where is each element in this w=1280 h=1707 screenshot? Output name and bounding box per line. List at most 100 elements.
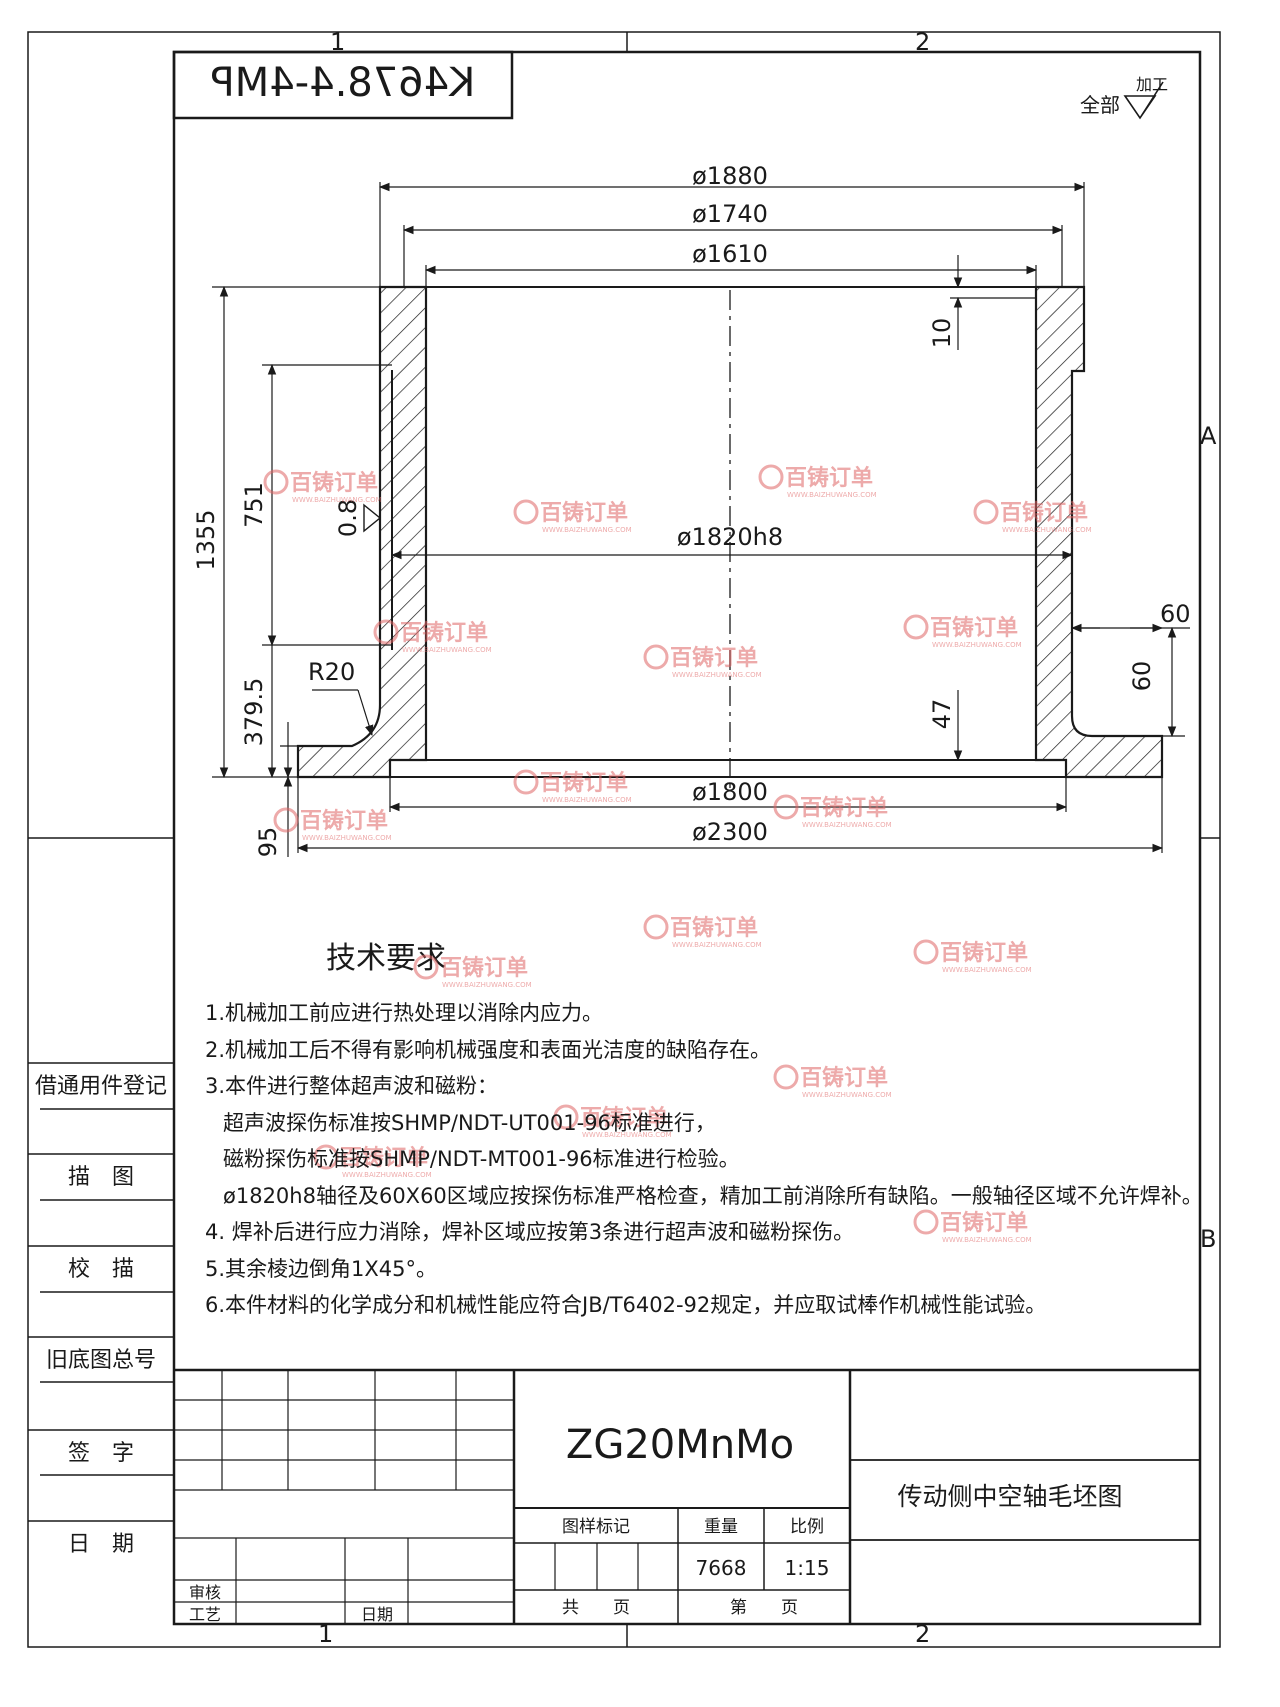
- svg-text:百铸订单: 百铸订单: [300, 808, 388, 834]
- surface-finish-symbol: 全部 加工: [1080, 75, 1168, 120]
- requirements-list: 1.机械加工前应进行热处理以消除内应力。 2.机械加工后不得有影响机械强度和表面…: [205, 995, 1203, 1324]
- dimension-h1355: 1355: [192, 509, 220, 570]
- svg-text:WWW.BAIZHUWANG.COM: WWW.BAIZHUWANG.COM: [802, 1091, 892, 1099]
- zone-number-bottom-2: 2: [915, 1620, 930, 1648]
- side-label-old-base-number: 旧底图总号: [46, 1348, 156, 1373]
- requirement-line-3: 3.本件进行整体超声波和磁粉：: [205, 1074, 499, 1098]
- requirement-line-4: 4. 焊补后进行应力消除，焊补区域应按第3条进行超声波和磁粉探伤。: [205, 1220, 855, 1244]
- sheet-number-label: 第 页: [730, 1598, 798, 1618]
- dimension-d1820h8: ø1820h8: [677, 523, 783, 551]
- svg-text:百铸订单: 百铸订单: [1000, 500, 1088, 526]
- svg-text:百铸订单: 百铸订单: [800, 1065, 888, 1091]
- svg-text:百铸订单: 百铸订单: [440, 955, 528, 981]
- side-label-tracing: 描 图: [68, 1165, 134, 1190]
- dimension-d1880: ø1880: [692, 162, 768, 190]
- dimension-h95: 95: [254, 827, 282, 858]
- requirement-line-6: 6.本件材料的化学成分和机械性能应符合JB/T6402-92规定，并应取试棒作机…: [205, 1293, 1047, 1317]
- local-roughness-symbol: 0.8: [334, 499, 382, 537]
- side-label-general-parts: 借通用件登记: [35, 1074, 167, 1099]
- svg-text:WWW.BAIZHUWANG.COM: WWW.BAIZHUWANG.COM: [402, 646, 492, 654]
- sheet-frame: [27, 31, 1221, 1648]
- svg-text:百铸订单: 百铸订单: [800, 795, 888, 821]
- diameter-dimension-lines: [296, 182, 1164, 853]
- weight-label: 重量: [704, 1517, 738, 1537]
- dimension-w60-horizontal: 60: [1160, 600, 1191, 628]
- local-roughness-value: 0.8: [334, 499, 362, 537]
- svg-text:百铸订单: 百铸订单: [670, 645, 758, 671]
- dimension-w60-vertical: 60: [1128, 661, 1156, 692]
- zone-letter-b: B: [1200, 1225, 1216, 1253]
- svg-text:百铸订单: 百铸订单: [340, 1145, 428, 1171]
- part-name: 传动侧中空轴毛坯图: [897, 1482, 1122, 1511]
- dimension-d2300: ø2300: [692, 818, 768, 846]
- svg-text:WWW.BAIZHUWANG.COM: WWW.BAIZHUWANG.COM: [672, 941, 762, 949]
- process-label: 工艺: [189, 1605, 221, 1624]
- material-code: ZG20MnMo: [566, 1422, 794, 1468]
- part-section-right: [1034, 285, 1164, 779]
- requirement-line-3c: ø1820h8轴径及60X60区域应按探伤标准严格检查，精加工前消除所有缺陷。一…: [223, 1183, 1203, 1208]
- dimension-h379-5: 379.5: [240, 678, 268, 747]
- svg-text:WWW.BAIZHUWANG.COM: WWW.BAIZHUWANG.COM: [542, 526, 632, 534]
- scale-value: 1:15: [785, 1556, 830, 1580]
- part-outline: [379, 286, 1066, 778]
- svg-text:百铸订单: 百铸订单: [930, 615, 1018, 641]
- watermark-layer: 百铸订单WWW.BAIZHUWANG.COM百铸订单WWW.BAIZHUWANG…: [263, 464, 1092, 1244]
- svg-text:百铸订单: 百铸订单: [400, 620, 488, 646]
- total-sheets-label: 共 页: [562, 1598, 630, 1618]
- svg-text:WWW.BAIZHUWANG.COM: WWW.BAIZHUWANG.COM: [672, 671, 762, 679]
- review-label: 审核: [189, 1583, 221, 1602]
- dimension-r20: R20: [308, 658, 355, 686]
- requirement-line-5: 5.其余棱边倒角1X45°。: [205, 1256, 438, 1281]
- svg-text:WWW.BAIZHUWANG.COM: WWW.BAIZHUWANG.COM: [292, 496, 382, 504]
- svg-text:百铸订单: 百铸订单: [940, 1210, 1028, 1236]
- side-block: [28, 1062, 174, 1522]
- svg-text:WWW.BAIZHUWANG.COM: WWW.BAIZHUWANG.COM: [542, 796, 632, 804]
- drawing-number-box: K4678.4-4MP: [172, 50, 514, 120]
- surface-finish-process-label: 加工: [1136, 75, 1168, 94]
- svg-text:百铸订单: 百铸订单: [670, 915, 758, 941]
- svg-text:WWW.BAIZHUWANG.COM: WWW.BAIZHUWANG.COM: [442, 981, 532, 989]
- zone-number-bottom-1: 1: [318, 1620, 333, 1648]
- drawing-number-mirrored: K4678.4-4MP: [211, 60, 476, 106]
- dimension-d1800: ø1800: [692, 778, 768, 806]
- title-block: [174, 1368, 1200, 1624]
- surface-finish-all-label: 全部: [1080, 93, 1120, 117]
- height-dimension-lines: [212, 285, 392, 857]
- svg-text:百铸订单: 百铸订单: [290, 470, 378, 496]
- zone-number-top-2: 2: [915, 28, 930, 56]
- svg-text:WWW.BAIZHUWANG.COM: WWW.BAIZHUWANG.COM: [942, 966, 1032, 974]
- svg-text:WWW.BAIZHUWANG.COM: WWW.BAIZHUWANG.COM: [342, 1171, 432, 1179]
- requirement-line-2: 2.机械加工后不得有影响机械强度和表面光洁度的缺陷存在。: [205, 1037, 772, 1062]
- svg-text:WWW.BAIZHUWANG.COM: WWW.BAIZHUWANG.COM: [787, 491, 877, 499]
- svg-text:WWW.BAIZHUWANG.COM: WWW.BAIZHUWANG.COM: [1002, 526, 1092, 534]
- zone-number-top-1: 1: [330, 28, 345, 56]
- side-label-date: 日 期: [68, 1532, 134, 1557]
- weight-value: 7668: [696, 1556, 747, 1580]
- scale-label: 比例: [790, 1517, 824, 1537]
- zone-letter-a: A: [1200, 422, 1217, 450]
- svg-text:WWW.BAIZHUWANG.COM: WWW.BAIZHUWANG.COM: [802, 821, 892, 829]
- dimension-h47: 47: [928, 699, 956, 730]
- svg-text:百铸订单: 百铸订单: [940, 940, 1028, 966]
- svg-text:WWW.BAIZHUWANG.COM: WWW.BAIZHUWANG.COM: [302, 834, 392, 842]
- dimension-d1740: ø1740: [692, 200, 768, 228]
- requirement-line-1: 1.机械加工前应进行热处理以消除内应力。: [205, 1001, 604, 1025]
- svg-text:WWW.BAIZHUWANG.COM: WWW.BAIZHUWANG.COM: [942, 1236, 1032, 1244]
- svg-text:百铸订单: 百铸订单: [580, 1105, 668, 1131]
- pattern-mark-label: 图样标记: [562, 1517, 630, 1537]
- svg-text:百铸订单: 百铸订单: [785, 465, 873, 491]
